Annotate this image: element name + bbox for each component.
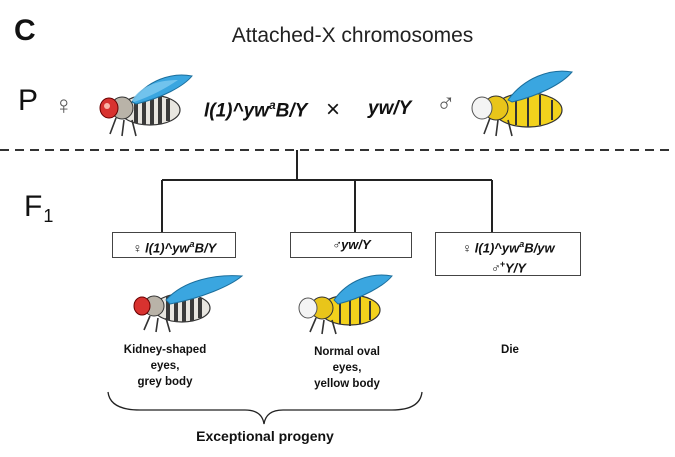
generation-label-p: P [18, 84, 39, 117]
male-symbol: ♂ [436, 88, 456, 118]
panel-letter: C [14, 14, 36, 47]
diagram-title: Attached-X chromosomes [231, 24, 474, 47]
phenotype-yellow: Normal oval eyes, yellow body [314, 346, 380, 390]
female-symbol: ♀ [54, 90, 74, 120]
progeny-box-male-yellow: ♂yw/Y [290, 232, 412, 258]
male-parent-genotype: yw/Y [368, 98, 412, 119]
progeny-box-lethal: ♀ l(1)^ywaB/yw ♂+Y/Y [435, 232, 581, 276]
female-parent-genotype: l(1)^ywaB/Y [204, 98, 308, 122]
yellow-fly-offspring-icon [298, 274, 393, 335]
generation-label-f1: F1 [24, 190, 54, 226]
progeny-box-female-grey: ♀ l(1)^ywaB/Y [112, 232, 236, 258]
grey-fly-offspring-icon [133, 275, 244, 333]
grey-fly-icon [99, 74, 193, 137]
yellow-fly-icon [471, 70, 573, 137]
progeny-bracket [107, 391, 423, 425]
phenotype-grey: Kidney-shaped eyes, grey body [123, 344, 207, 388]
phenotype-lethal: Die [501, 344, 519, 356]
cross-symbol: × [326, 96, 341, 123]
bracket-label: Exceptional progeny [196, 428, 334, 444]
